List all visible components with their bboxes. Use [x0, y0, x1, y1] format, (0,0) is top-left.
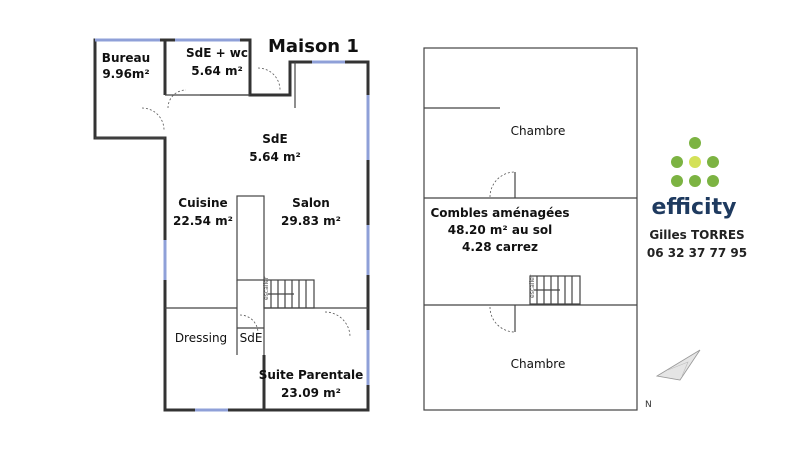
- room-name-bureau: Bureau: [102, 51, 150, 65]
- room-area-sde-wc: 5.64 m²: [191, 64, 243, 78]
- plan-title: Maison 1: [268, 36, 359, 57]
- room-name-sde-small: SdE: [240, 331, 263, 345]
- agent-name: Gilles TORRES: [649, 228, 744, 242]
- room-name-sde: SdE: [262, 132, 287, 146]
- door-bureau: [167, 89, 187, 109]
- right-outer-wall: [423, 47, 638, 411]
- room-area-bureau: 9.96m²: [102, 67, 149, 81]
- room-name-dressing: Dressing: [175, 331, 227, 345]
- efficity-logo: efficity: [652, 137, 737, 220]
- room-name-chambre-top: Chambre: [511, 124, 566, 138]
- room-name-sde-wc: SdE + wc: [186, 46, 248, 60]
- room-area-sde: 5.64 m²: [249, 150, 301, 164]
- stairs-left: escalier: [263, 276, 315, 309]
- door-chambre-top: [489, 171, 516, 198]
- room-area-salon: 29.83 m²: [281, 214, 341, 228]
- combles-line2: 48.20 m² au sol: [448, 223, 552, 237]
- brand-name: efficity: [652, 195, 737, 220]
- combles-line1: Combles aménagées: [430, 206, 569, 220]
- stairs-right-label: escalier: [529, 274, 536, 298]
- logo-dot: [689, 137, 701, 149]
- room-name-cuisine: Cuisine: [178, 196, 227, 210]
- room-name-chambre-bottom: Chambre: [511, 357, 566, 371]
- left-floor: escalier Maison 1 Bureau 9.96m² SdE + wc…: [93, 36, 370, 412]
- agent-phone: 06 32 37 77 95: [647, 246, 747, 260]
- room-name-suite: Suite Parentale: [259, 368, 364, 382]
- compass-icon: [655, 349, 701, 381]
- compass-label: N: [645, 400, 652, 410]
- combles-line3: 4.28 carrez: [462, 240, 538, 254]
- stairs-left-label: escalier: [263, 276, 270, 300]
- stairs-right: escalier: [529, 274, 581, 305]
- right-floor: escalier Chambre Combles aménagées 48.20…: [423, 47, 638, 411]
- room-area-suite: 23.09 m²: [281, 386, 341, 400]
- central-column: [236, 195, 265, 281]
- room-name-salon: Salon: [292, 196, 330, 210]
- room-area-cuisine: 22.54 m²: [173, 214, 233, 228]
